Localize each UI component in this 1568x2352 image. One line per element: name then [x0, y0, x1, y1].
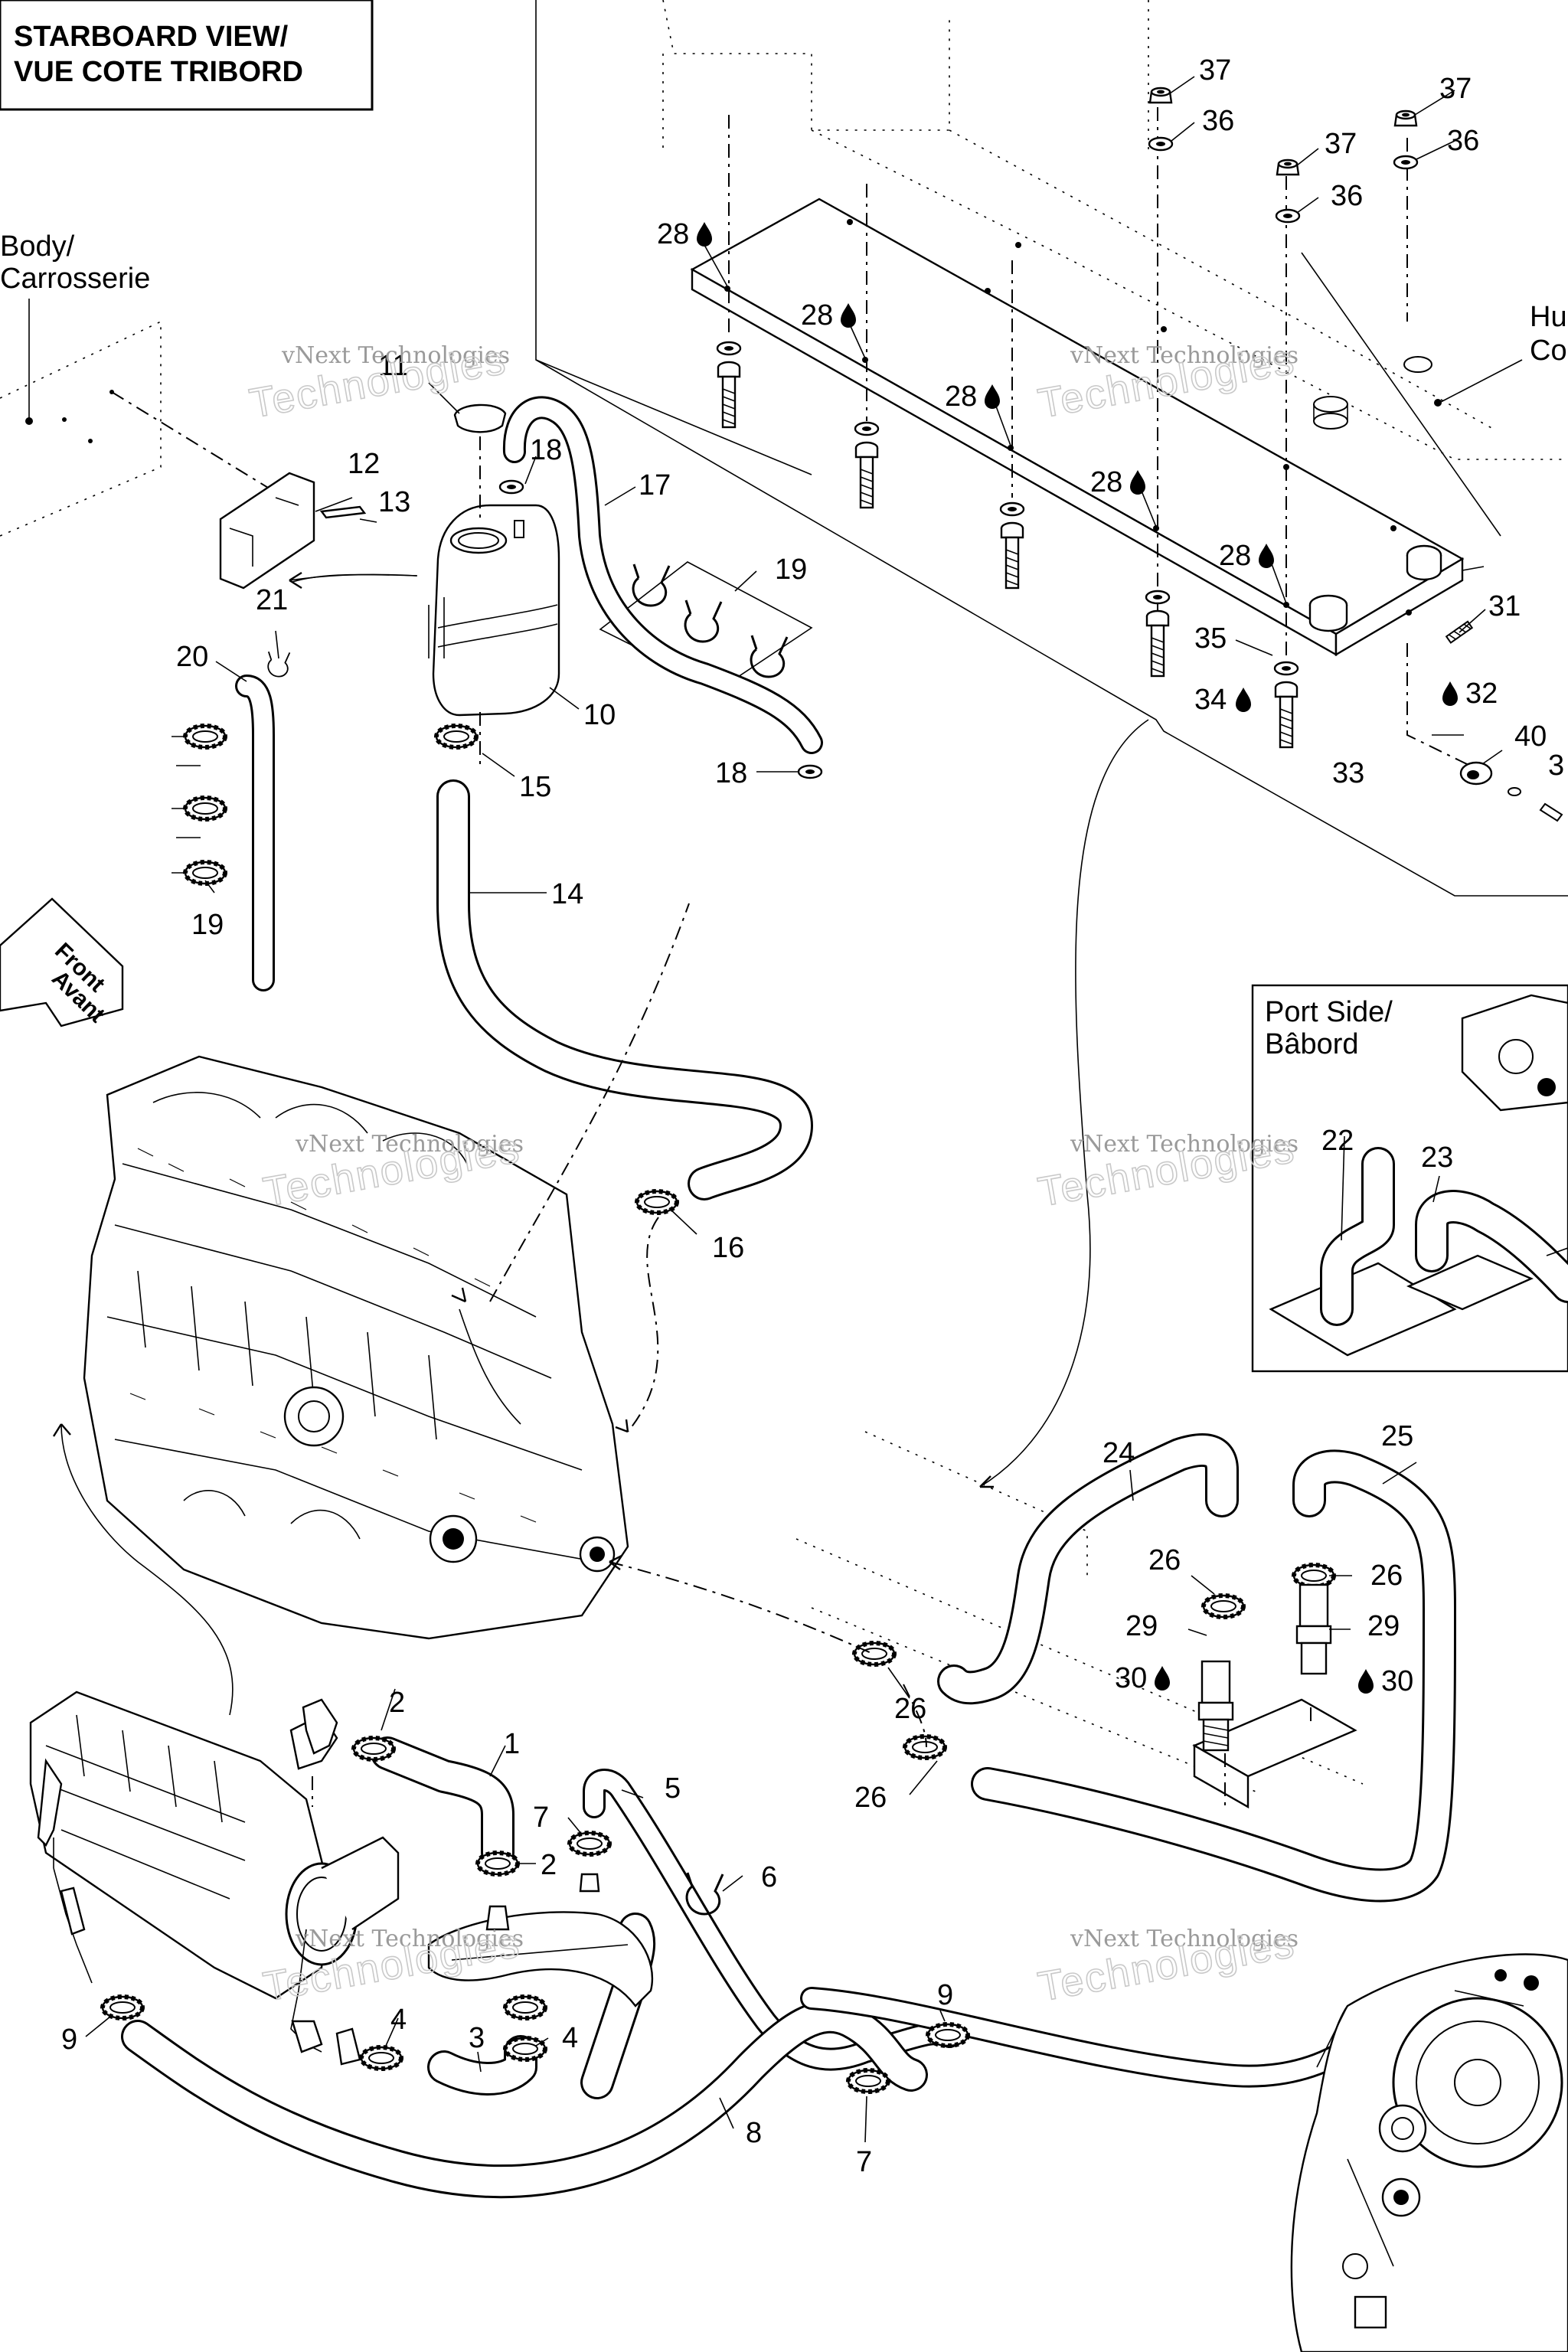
front-arrow: Front Avant: [0, 897, 124, 1027]
part-label-28: 28: [1090, 466, 1122, 498]
engine-block: [83, 903, 690, 1640]
part-label-18: 18: [530, 434, 562, 466]
part-label-16: 16: [712, 1232, 744, 1264]
part-label-31: 31: [1488, 590, 1521, 622]
part-label-9: 9: [937, 1979, 953, 2011]
part-label-18: 18: [715, 757, 747, 789]
part-label-40: 40: [1514, 720, 1547, 753]
part-label-2: 2: [389, 1687, 405, 1719]
part-label-4: 4: [562, 2022, 578, 2054]
part-label-8: 8: [746, 2117, 762, 2149]
part-label-15: 15: [519, 771, 551, 803]
part-label-37: 37: [1199, 54, 1231, 87]
part-label-28: 28: [945, 381, 977, 413]
watermark-text: vNext Technologies: [281, 342, 510, 369]
part-label-12: 12: [348, 448, 380, 480]
body-label-line-2: Carrosserie: [0, 263, 150, 295]
watermark-text: vNext Technologies: [295, 1131, 524, 1158]
part-label-3-partial: 3: [1548, 750, 1564, 782]
part-label-30: 30: [1115, 1662, 1147, 1694]
coolant-reservoir: [219, 403, 560, 769]
port-side-label-line-1: Port Side/: [1265, 996, 1393, 1028]
part-label-26: 26: [854, 1782, 887, 1814]
exhaust-manifold: [29, 1690, 400, 2053]
watermark-text: vNext Technologies: [1070, 1926, 1298, 1952]
hose-clips-left: [172, 726, 225, 884]
part-label-21: 21: [256, 584, 288, 616]
part-label-35: 35: [1194, 622, 1227, 655]
part-label-29: 29: [1367, 1610, 1400, 1642]
jet-pump: [1290, 1953, 1568, 2352]
part-label-11: 11: [378, 350, 408, 382]
part-label-4: 4: [390, 2004, 407, 2036]
part-label-5: 5: [665, 1772, 681, 1805]
part-label-6: 6: [761, 1861, 777, 1893]
watermark-text: vNext Technologies: [1070, 342, 1298, 369]
part-label-28: 28: [657, 218, 689, 250]
part-label-26: 26: [1148, 1544, 1181, 1576]
part-label-9: 9: [61, 2024, 77, 2056]
leader-lines: [85, 76, 1503, 2143]
part-label-28: 28: [1219, 540, 1251, 572]
part-labels: 37 36 37 36 37 36 28 28 28 28 28 11 12 1…: [61, 54, 1564, 2178]
port-side-inset: Port Side/ Bâbord: [1251, 984, 1568, 1373]
title-line-2: VUE COTE TRIBORD: [14, 56, 303, 88]
hoses-24-25: [609, 1431, 1456, 1903]
title-line-1: STARBOARD VIEW/: [14, 21, 289, 53]
part-label-13: 13: [378, 486, 410, 518]
part-label-26: 26: [894, 1693, 926, 1725]
part-label-17: 17: [639, 469, 671, 501]
flow-arrows: [52, 571, 1149, 1716]
hull-outline: Hu Co: [535, 0, 1568, 897]
hull-label-line-1: Hu: [1530, 301, 1567, 333]
body-panel: Body/ Carrosserie: [0, 230, 273, 537]
part-label-7: 7: [856, 2146, 872, 2178]
part-label-19: 19: [775, 554, 807, 586]
part-label-36: 36: [1447, 125, 1479, 157]
part-label-37: 37: [1439, 73, 1472, 105]
part-label-3: 3: [469, 2022, 485, 2054]
part-label-36: 36: [1331, 180, 1363, 212]
part-label-25: 25: [1381, 1420, 1413, 1452]
part-label-23: 23: [1421, 1142, 1453, 1174]
part-label-28: 28: [801, 299, 833, 332]
part-label-22: 22: [1321, 1125, 1354, 1157]
support-plate: [690, 198, 1485, 657]
part-label-10: 10: [583, 699, 616, 731]
part-label-1: 1: [504, 1728, 520, 1760]
part-label-2: 2: [541, 1849, 557, 1881]
part-label-36: 36: [1202, 105, 1234, 137]
hoses-lower: [103, 1698, 1374, 2199]
mounting-hardware: [716, 87, 1563, 822]
port-side-label-line-2: Bâbord: [1265, 1028, 1359, 1060]
part-label-33: 33: [1332, 757, 1364, 789]
part-label-37: 37: [1325, 128, 1357, 160]
title-box: STARBOARD VIEW/ VUE COTE TRIBORD: [0, 0, 374, 111]
part-label-7: 7: [533, 1802, 549, 1834]
hoses-upper: [235, 396, 823, 1213]
part-label-24: 24: [1102, 1437, 1135, 1469]
part-label-32: 32: [1465, 678, 1498, 710]
part-label-30: 30: [1381, 1665, 1413, 1697]
part-label-26: 26: [1370, 1560, 1403, 1592]
hull-label-line-2: Co: [1530, 335, 1567, 367]
watermark-text: vNext Technologies: [295, 1926, 524, 1952]
part-label-20: 20: [176, 641, 208, 673]
part-label-34: 34: [1194, 684, 1227, 716]
part-label-19: 19: [191, 909, 224, 941]
part-label-14: 14: [551, 878, 583, 910]
watermark-text: vNext Technologies: [1070, 1131, 1298, 1158]
part-label-29: 29: [1125, 1610, 1158, 1642]
body-label-line-1: Body/: [0, 230, 75, 263]
